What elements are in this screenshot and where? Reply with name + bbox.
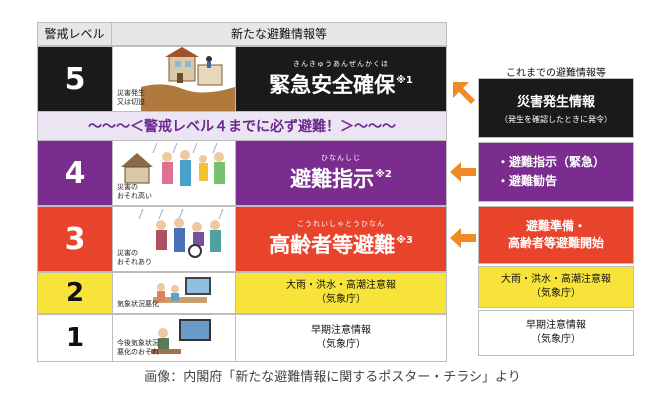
- previous-level-3-box: 避難準備・ 高齢者等避難開始: [478, 206, 634, 264]
- level-5-row: 5 災害発生 又は切迫 きんきゅうあんぜんかくほ 緊急安全確保※1: [37, 46, 447, 112]
- level-number: 4: [64, 155, 86, 191]
- level-number: 1: [65, 323, 85, 353]
- previous-level-5-box: 災害発生情報 （発生を確認したときに発令）: [478, 78, 634, 138]
- previous-info-title: これまでの避難情報等: [506, 68, 606, 79]
- level-number: 2: [65, 278, 85, 308]
- illustration-caption: 災害の おそれあり: [117, 249, 152, 266]
- person-watching-tv-icon: [151, 319, 211, 354]
- level-number: 3: [64, 221, 86, 257]
- illustration-weather-may-worsen: 今後気象状況 悪化のおそれ: [112, 315, 236, 361]
- illustration-caption: 今後気象状況 悪化のおそれ: [117, 339, 159, 356]
- image-credit: 画像：内閣府「新たな避難情報に関するポスター・チラシ」より: [144, 370, 521, 385]
- previous-level-2-box: 大雨・洪水・高潮注意報 （気象庁）: [478, 266, 634, 308]
- previous-level-1-box: 早期注意情報 （気象庁）: [478, 310, 634, 356]
- header-new-info: 新たな避難情報等: [230, 27, 327, 41]
- level-4-info: ひなんしじ 避難指示※2: [236, 141, 446, 205]
- level-1-row: 1 今後気象状況 悪化のおそれ 早期注意情報 （気象庁）: [37, 314, 447, 362]
- level-5-title: 緊急安全確保※1: [269, 72, 413, 97]
- level-2-info: 大雨・洪水・高潮注意報 （気象庁）: [236, 273, 446, 313]
- arrow-left-icon: [450, 228, 476, 248]
- level-number: 5: [64, 61, 86, 97]
- previous-level-3-text: 避難準備・ 高齢者等避難開始: [507, 219, 604, 250]
- level-2-row: 2 気象状況悪化 大雨・洪水・高潮注意報 （気象庁）: [37, 272, 447, 314]
- level-3-row: 3 災害の おそれあり こうれいしゃとうひなん 高齢者等避難※3: [37, 206, 447, 272]
- previous-level-4-box: ・避難指示（緊急） ・避難勧告: [478, 142, 634, 202]
- arrow-up-left-icon: [453, 82, 475, 104]
- evacuating-family-icon: [121, 142, 225, 186]
- level-1-info: 早期注意情報 （気象庁）: [236, 315, 446, 361]
- header-level: 警戒レベル: [38, 23, 112, 45]
- level-4-row: 4 災害の おそれ高い ひなんしじ 避難指示※2: [37, 140, 447, 206]
- illustration-elderly-evacuation: 災害の おそれあり: [112, 207, 236, 271]
- level-5-info: きんきゅうあんぜんかくほ 緊急安全確保※1: [236, 47, 446, 111]
- level-3-info: こうれいしゃとうひなん 高齢者等避難※3: [236, 207, 446, 271]
- ruby-text: ひなんしじ: [321, 153, 361, 162]
- evacuate-by-level-4-banner: 〜〜〜＜警戒レベル４までに必ず避難！＞〜〜〜: [37, 112, 447, 140]
- illustration-flooded-house: 災害発生 又は切迫: [112, 47, 236, 111]
- illustration-caption: 気象状況悪化: [117, 300, 159, 308]
- family-watching-tv-icon: [153, 277, 211, 303]
- previous-level-4-line-2: ・避難勧告: [497, 174, 558, 188]
- level-2-text: 大雨・洪水・高潮注意報 （気象庁）: [286, 280, 396, 305]
- previous-level-5-sub: （発生を確認したときに発令）: [500, 115, 612, 124]
- table-header: 警戒レベル 新たな避難情報等: [37, 22, 447, 46]
- illustration-weather-worsening: 気象状況悪化: [112, 273, 236, 313]
- flooded-house-icon: [141, 47, 235, 111]
- previous-level-4-line-1: ・避難指示（緊急）: [497, 155, 606, 169]
- ruby-text: きんきゅうあんぜんかくほ: [293, 59, 389, 68]
- elderly-wheelchair-icon: [138, 208, 224, 258]
- previous-level-1-text: 早期注意情報 （気象庁）: [526, 320, 586, 345]
- illustration-caption: 災害の おそれ高い: [117, 183, 152, 200]
- ruby-text: こうれいしゃとうひなん: [297, 219, 385, 228]
- arrow-left-icon: [450, 162, 476, 182]
- illustration-caption: 災害発生 又は切迫: [117, 89, 145, 106]
- level-4-title: 避難指示※2: [290, 166, 392, 191]
- previous-level-5-title: 災害発生情報: [516, 95, 595, 110]
- illustration-evacuating-people: 災害の おそれ高い: [112, 141, 236, 205]
- level-1-text: 早期注意情報 （気象庁）: [311, 325, 371, 350]
- level-3-title: 高齢者等避難※3: [269, 232, 413, 257]
- previous-level-2-text: 大雨・洪水・高潮注意報 （気象庁）: [501, 274, 611, 299]
